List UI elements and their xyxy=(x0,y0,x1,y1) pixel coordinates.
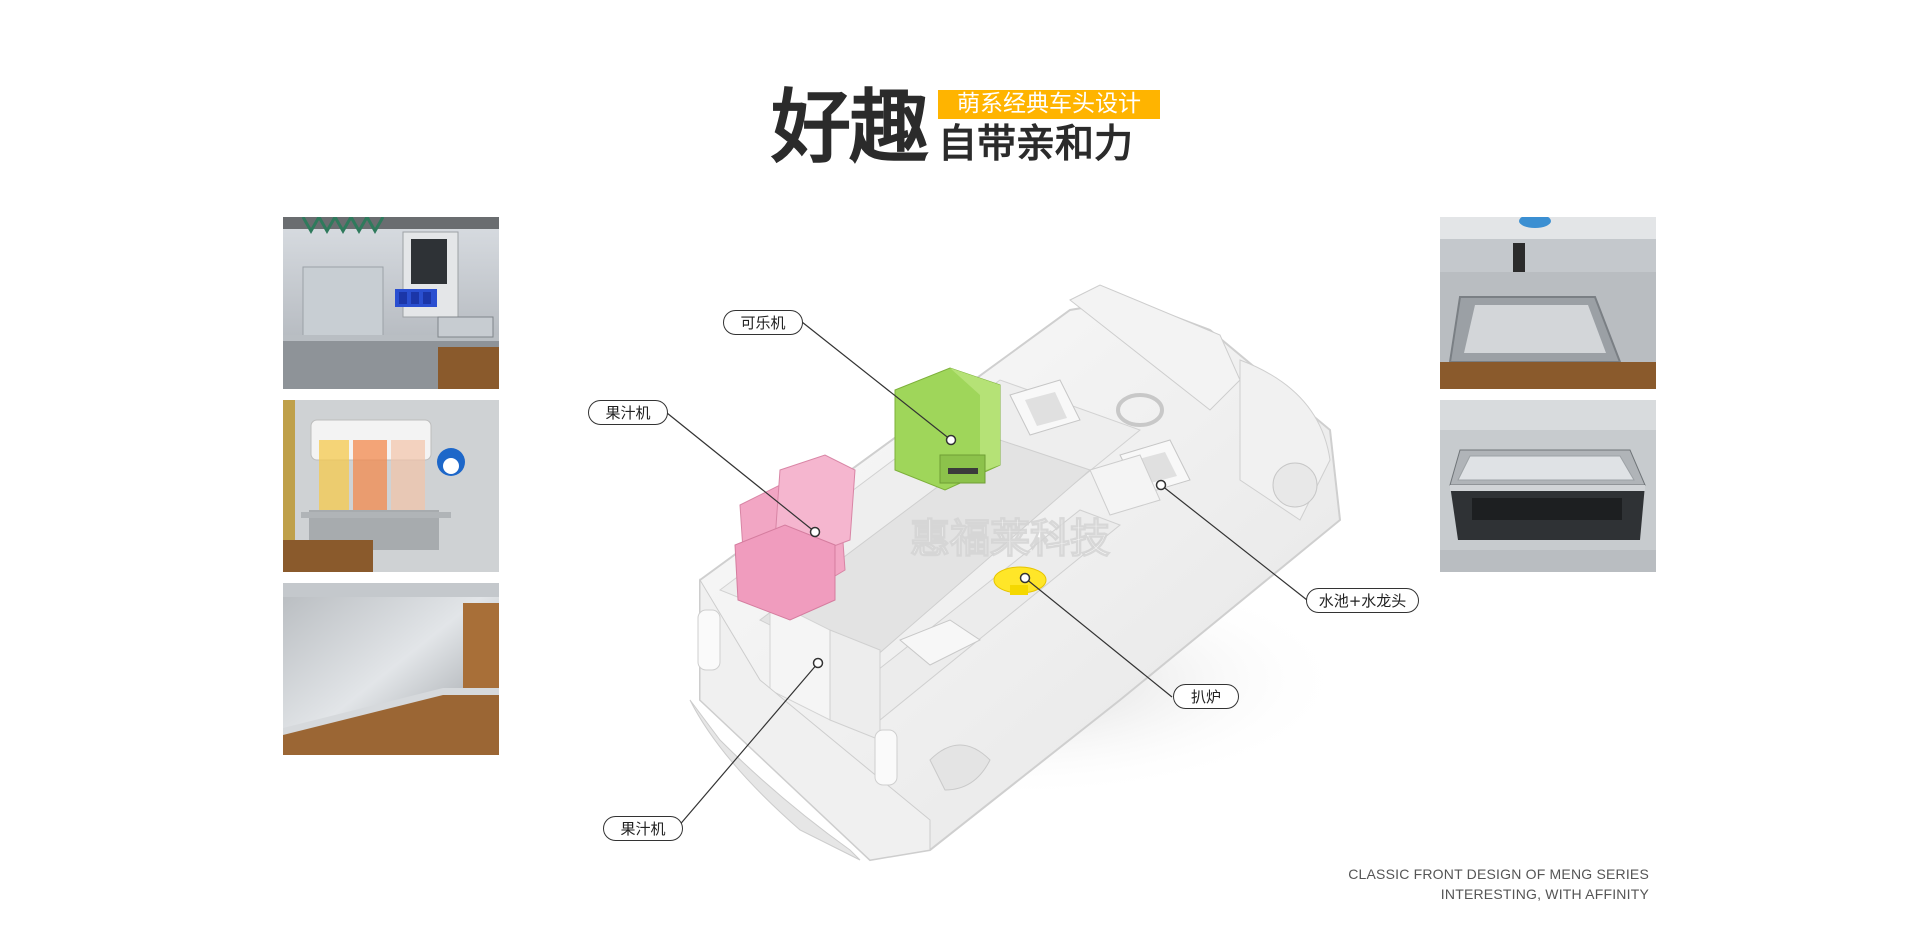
thumbnail-stainless-counter xyxy=(283,583,499,755)
callout-cola-machine: 可乐机 xyxy=(723,310,803,335)
heading-badge: 萌系经典车头设计 xyxy=(938,90,1160,119)
heading-subtitle: 自带亲和力 xyxy=(938,122,1134,167)
heading-title: 好趣 xyxy=(771,81,929,174)
thumbnail-griddle xyxy=(1440,400,1656,572)
callout-sink-faucet: 水池+水龙头 xyxy=(1306,588,1419,613)
thumbnail-cola-dispenser xyxy=(283,217,499,389)
caption-line-2: INTERESTING, WITH AFFINITY xyxy=(1440,886,1649,902)
callout-griddle: 扒炉 xyxy=(1173,684,1239,709)
thumbnail-juice-machine xyxy=(283,400,499,572)
thumbnail-sink-faucet xyxy=(1440,217,1656,389)
caption-line-1: CLASSIC FRONT DESIGN OF MENG SERIES xyxy=(1348,866,1649,882)
callout-juice-machine-bottom: 果汁机 xyxy=(603,816,683,841)
callout-juice-machine-top: 果汁机 xyxy=(588,400,668,425)
watermark-logo: 惠福莱科技 xyxy=(910,516,1110,562)
